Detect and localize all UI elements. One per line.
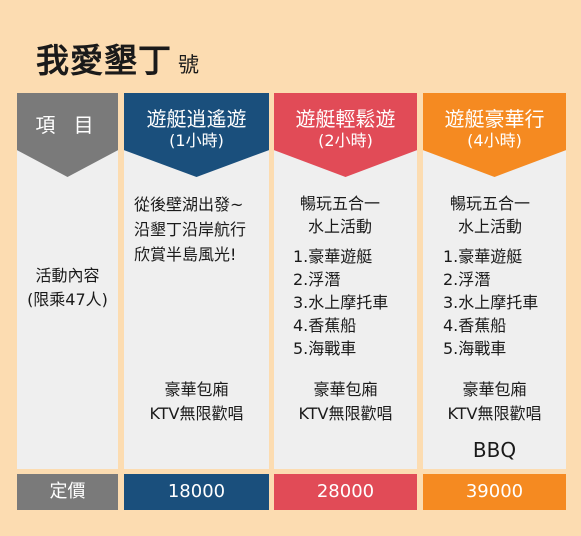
list-item: 1.豪華遊艇 — [443, 247, 523, 266]
list-item: 2.浮潛 — [443, 270, 491, 289]
plan3-intro: 暢玩五合一 水上活動 — [450, 192, 530, 238]
extra-bbq: BBQ — [472, 438, 517, 462]
plan3-duration: (4小時) — [467, 131, 522, 150]
plan3-activity-list: 1.豪華遊艇 2.浮潛 3.水上摩托車 4.香蕉船 5.海戰車 — [443, 245, 538, 360]
plan2-duration: (2小時) — [318, 131, 373, 150]
price-plan3: 39000 — [423, 474, 566, 510]
row-label-line1: 活動內容 — [35, 266, 100, 285]
title-main: 我愛墾丁 — [36, 41, 172, 80]
plan1-description: 從後壁湖出發~ 沿墾丁沿岸航行 欣賞半島風光! — [134, 192, 246, 267]
title-suffix: 號 — [178, 53, 200, 77]
plan2-intro-line2: 水上活動 — [308, 217, 373, 236]
list-item: 4.香蕉船 — [293, 316, 357, 335]
list-item: 3.水上摩托車 — [443, 293, 539, 312]
plan3-intro-line1: 暢玩五合一 — [450, 194, 531, 213]
list-item: 4.香蕉船 — [443, 316, 507, 335]
plan1-duration: (1小時) — [169, 131, 224, 150]
plan2-intro-line1: 暢玩五合一 — [300, 194, 381, 213]
price-plan2: 28000 — [274, 474, 417, 510]
list-item: 2.浮潛 — [293, 270, 341, 289]
list-item: 1.豪華遊艇 — [293, 247, 373, 266]
list-item: 5.海戰車 — [443, 339, 507, 358]
page-title: 我愛墾丁號 — [36, 34, 200, 82]
extra-line: 豪華包廂 — [313, 380, 378, 399]
row-label-line2: (限乘47人) — [27, 290, 108, 309]
price-plan1: 18000 — [124, 474, 269, 510]
list-item: 5.海戰車 — [293, 339, 357, 358]
plan2-activity-list: 1.豪華遊艇 2.浮潛 3.水上摩托車 4.香蕉船 5.海戰車 — [293, 245, 388, 360]
list-item: 3.水上摩托車 — [293, 293, 389, 312]
plan1-desc-line2: 沿墾丁沿岸航行 — [134, 220, 247, 239]
plan2-extras: 豪華包廂 KTV無限歡唱 — [274, 378, 417, 426]
plan3-name: 遊艇豪華行 — [444, 107, 545, 131]
plan1-name: 遊艇逍遙遊 — [146, 107, 247, 131]
extra-line: KTV無限歡唱 — [149, 404, 244, 423]
plan3-intro-line2: 水上活動 — [458, 217, 523, 236]
plan1-desc-line1: 從後壁湖出發~ — [134, 195, 244, 214]
extra-line: KTV無限歡唱 — [447, 404, 542, 423]
extra-line: KTV無限歡唱 — [298, 404, 393, 423]
plan3-extras: 豪華包廂 KTV無限歡唱 BBQ — [423, 378, 566, 462]
price-label: 定價 — [17, 474, 118, 510]
plan1-extras: 豪華包廂 KTV無限歡唱 — [124, 378, 269, 426]
header-item-label: 項 目 — [35, 113, 100, 137]
row-label: 活動內容 (限乘47人) — [17, 264, 118, 312]
header-plan3: 遊艇豪華行 (4小時) — [423, 93, 566, 177]
plan2-intro: 暢玩五合一 水上活動 — [300, 192, 380, 238]
plan1-desc-line3: 欣賞半島風光! — [134, 245, 237, 264]
extra-line: 豪華包廂 — [164, 380, 229, 399]
plan2-name: 遊艇輕鬆遊 — [295, 107, 396, 131]
extra-line: 豪華包廂 — [462, 380, 527, 399]
